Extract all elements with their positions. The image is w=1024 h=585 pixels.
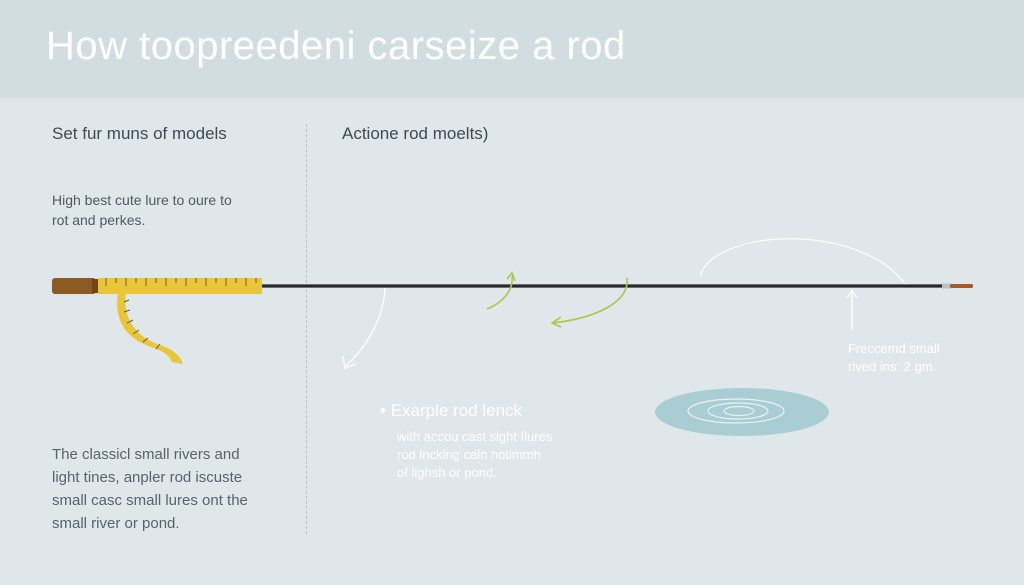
example-body-line: rod lncking caln notimmh [397,447,541,462]
left-heading: Set fur muns of models [52,124,227,143]
curved-arrow-icon [345,287,386,367]
arrowhead-icon [342,355,357,369]
left-description-line: small river or pond. [52,515,180,532]
example-heading: • Exarple rod lenck [380,401,522,421]
casting-arc [699,238,906,285]
water-ripple-icon [655,388,829,436]
tape-tail [117,293,183,364]
column-divider [306,124,307,534]
tip-note-line: Freccemd small [848,341,940,356]
right-heading: Actione rod moelts) [342,124,489,143]
left-subtext-line: High best cute lure to oure to [52,192,232,208]
tip-note-line: rived ins: 2 gm. [848,359,937,374]
left-subtext-line: rot and perkes. [52,212,146,228]
green-arrow-icon [486,275,513,310]
header-band: How toopreedeni carseize a rod [0,0,1024,98]
example-body: with accou cast sight flures rod lncking… [397,428,552,482]
left-description-line: small casc small lures ont the [52,492,248,509]
measuring-tape-icon [98,278,262,294]
arrowhead-icon [550,316,562,328]
rod-tip [950,284,973,288]
page-title: How toopreedeni carseize a rod [46,24,626,68]
example-title: Exarple rod lenck [390,401,523,420]
reel-seat [92,279,100,293]
green-arrow-icon [552,277,628,324]
tape-ticks [105,278,257,286]
arrowhead-icon [846,288,858,299]
left-description-line: The classicl small rivers and [52,446,240,463]
left-subtext: High best cute lure to oure to rot and p… [52,190,232,230]
left-description-line: light tines, anpler rod iscuste [52,469,243,486]
example-body-line: of lighsh or pond. [397,465,497,480]
bullet: • [380,401,386,420]
left-description: The classicl small rivers and light tine… [52,443,248,535]
rod-handle [52,278,96,294]
example-body-line: with accou cast sight flures [397,429,553,444]
tip-note: Freccemd small rived ins: 2 gm. [848,340,940,376]
rod-ferrule [942,283,951,289]
arrowhead-icon [506,271,516,282]
